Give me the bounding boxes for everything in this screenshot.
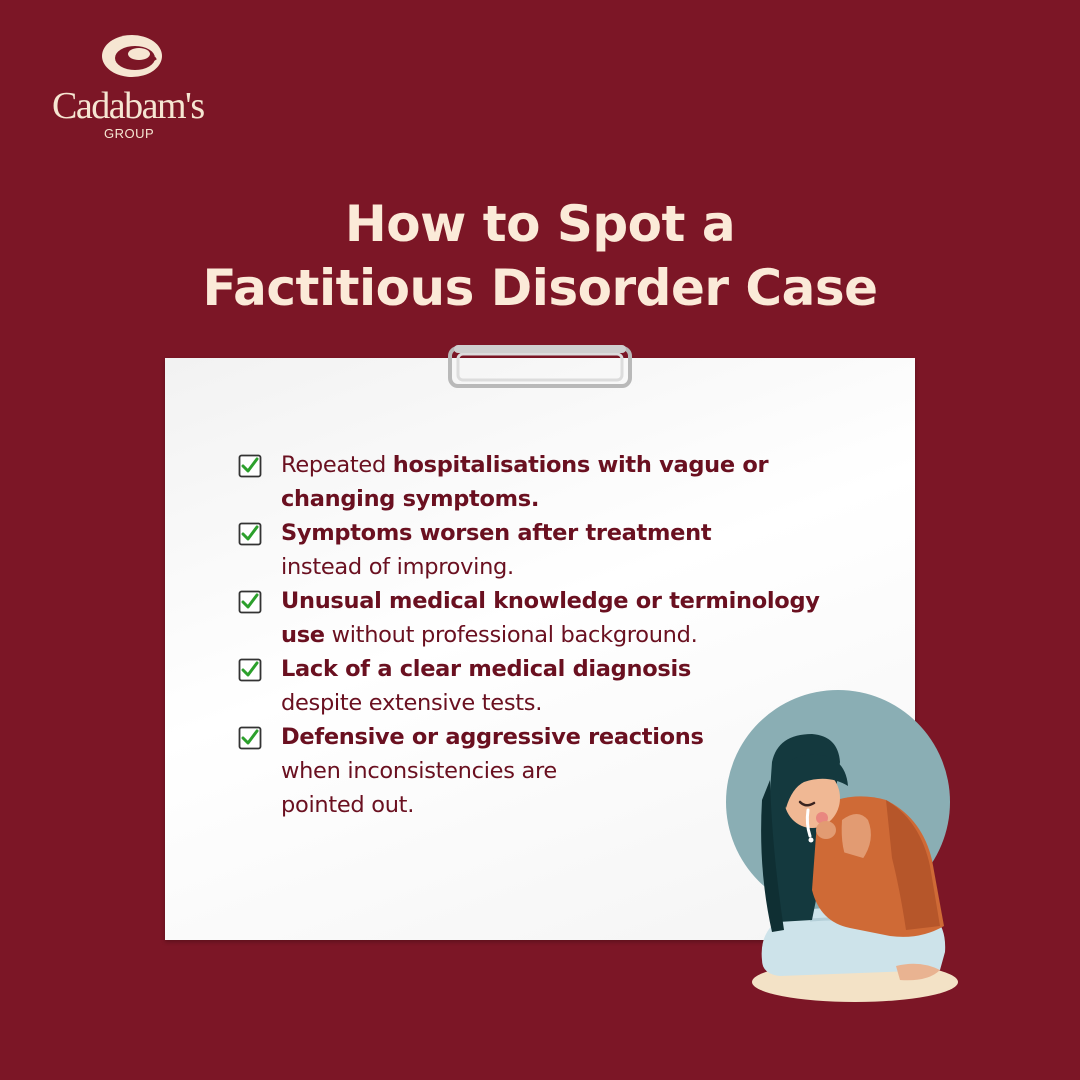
list-item: Repeated hospitalisations with vague or …	[236, 448, 876, 516]
brand-name: Cadabam's	[52, 85, 205, 127]
checkbox-checked-icon	[238, 658, 262, 682]
list-item: Lack of a clear medical diagnosis despit…	[236, 652, 876, 720]
checkbox-checked-icon	[238, 590, 262, 614]
item-text-bold: Lack of a clear medical diagnosis	[281, 656, 691, 682]
item-text-normal: Repeated	[281, 452, 393, 478]
item-text-bold: Unusual medical knowledge or terminology	[281, 588, 820, 614]
item-text-bold: Symptoms worsen after treatment	[281, 520, 712, 546]
item-text-normal: when inconsistencies are	[281, 758, 557, 784]
page-title: How to Spot a Factitious Disorder Case	[0, 192, 1080, 320]
paper-clip-icon	[448, 345, 632, 388]
item-text-bold: use	[281, 622, 325, 648]
list-item: Symptoms worsen after treatment instead …	[236, 516, 876, 584]
item-text-bold: hospitalisations with vague or	[392, 452, 769, 478]
item-text-normal: despite extensive tests.	[281, 690, 543, 716]
swirl-logo-icon	[102, 35, 162, 77]
checkbox-checked-icon	[238, 454, 262, 478]
title-line-2: Factitious Disorder Case	[202, 259, 878, 317]
title-line-1: How to Spot a	[344, 195, 736, 253]
item-text-normal: instead of improving.	[281, 554, 514, 580]
checkbox-checked-icon	[238, 726, 262, 750]
item-text-normal: pointed out.	[281, 792, 415, 818]
brand-logo: Cadabam's GROUP	[52, 30, 222, 141]
list-item: Defensive or aggressive reactions when i…	[236, 720, 876, 822]
list-item: Unusual medical knowledge or terminology…	[236, 584, 876, 652]
brand-sub: GROUP	[104, 126, 155, 141]
item-text-normal: without professional background.	[324, 622, 698, 648]
checklist: Repeated hospitalisations with vague or …	[236, 448, 876, 822]
crying-woman-illustration	[726, 690, 958, 1002]
item-text-bold: Defensive or aggressive reactions	[281, 724, 704, 750]
item-text-bold: changing symptoms.	[281, 486, 540, 512]
checkbox-checked-icon	[238, 522, 262, 546]
